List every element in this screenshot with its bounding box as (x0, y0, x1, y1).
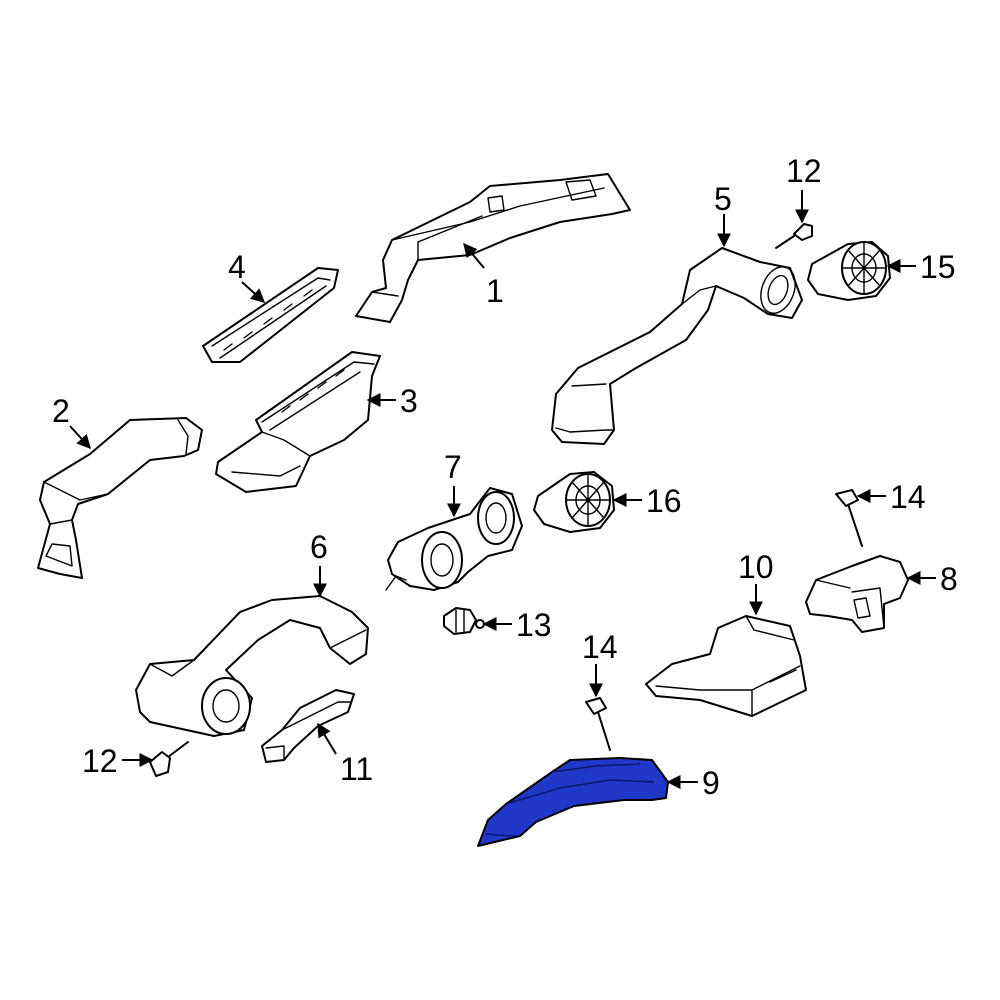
callout-labels: 1 2 3 4 5 6 7 8 9 10 11 12 12 13 14 14 1… (52, 153, 958, 801)
callout-4: 4 (228, 249, 246, 285)
callout-15: 15 (920, 249, 956, 285)
callout-12b: 12 (82, 743, 118, 779)
callout-16: 16 (646, 483, 682, 519)
part-1-center-duct[interactable] (355, 173, 631, 323)
leader-4 (241, 281, 266, 303)
callout-11: 11 (340, 751, 373, 787)
leader-lines (69, 190, 936, 789)
callout-12a: 12 (786, 153, 822, 189)
leader-1 (463, 242, 485, 269)
leader-2 (69, 425, 91, 450)
part-9-highlighted-duct[interactable] (477, 757, 669, 847)
part-5-right-duct[interactable] (551, 247, 803, 445)
part-16-round-vent[interactable] (533, 471, 615, 533)
callout-2: 2 (52, 393, 70, 429)
callout-6: 6 (310, 529, 328, 565)
part-3-vent-assembly[interactable] (215, 351, 381, 493)
part-12-screw-lower[interactable] (149, 741, 189, 777)
part-4-vent-grille[interactable] (202, 267, 339, 363)
callout-1: 1 (486, 273, 504, 309)
callout-14b: 14 (582, 629, 618, 665)
part-15-round-vent[interactable] (807, 241, 891, 301)
part-13-knob[interactable] (443, 607, 485, 635)
part-6-lower-duct[interactable] (135, 595, 369, 737)
part-12-screw-upper[interactable] (775, 223, 813, 249)
part-7-vent-duct[interactable] (385, 487, 523, 591)
callout-8: 8 (940, 561, 958, 597)
callout-9: 9 (702, 765, 720, 801)
callout-13: 13 (516, 607, 552, 643)
part-10-floor-duct[interactable] (645, 615, 807, 717)
callout-5: 5 (714, 181, 732, 217)
callout-3: 3 (400, 383, 418, 419)
callout-14a: 14 (890, 479, 926, 515)
callout-7: 7 (444, 449, 462, 485)
part-11-bracket[interactable] (261, 689, 355, 763)
part-14-clip-lower[interactable] (585, 697, 611, 751)
part-14-clip-upper[interactable] (835, 489, 863, 547)
part-8-right-duct[interactable] (805, 555, 909, 633)
leader-11 (317, 722, 337, 755)
part-2-left-duct[interactable] (37, 417, 203, 579)
callout-10: 10 (738, 549, 774, 585)
